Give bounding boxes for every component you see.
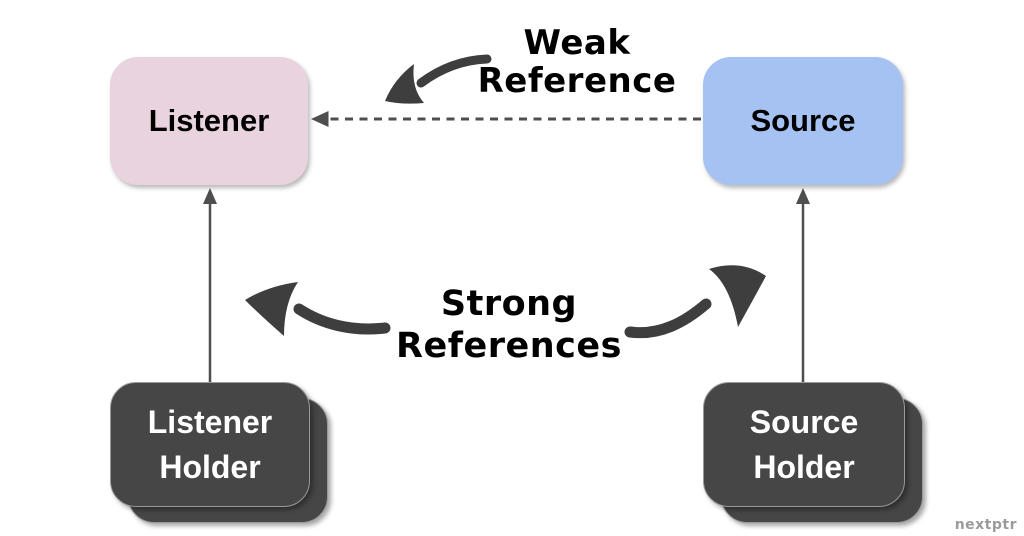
strong-references-label-line1: Strong bbox=[440, 284, 578, 324]
strong-left-arrow-shaft bbox=[293, 303, 391, 335]
weak-reference-arrowhead-icon bbox=[311, 111, 329, 127]
source-holder-label-line2: Holder bbox=[753, 448, 855, 485]
strong-annotation-arrow-right-icon bbox=[624, 265, 766, 339]
strong-annotation-arrow-left-icon bbox=[245, 282, 391, 336]
listener-holder-arrowhead-icon bbox=[203, 188, 217, 204]
weak-reference-label: Weak Reference bbox=[457, 24, 697, 100]
nextptr-watermark: nextptr bbox=[954, 517, 1017, 533]
weak-reference-edge bbox=[311, 111, 701, 127]
source-holder-node: Source Holder bbox=[703, 382, 905, 507]
strong-references-label: Strong References bbox=[389, 283, 629, 367]
strong-references-label-line2: References bbox=[396, 326, 622, 366]
strong-left-arrowhead bbox=[245, 282, 298, 336]
listener-node: Listener bbox=[110, 57, 308, 185]
source-holder-edge bbox=[796, 188, 810, 382]
weak-annotation-arrowhead bbox=[385, 64, 424, 104]
source-node-label: Source bbox=[750, 103, 856, 138]
listener-node-label: Listener bbox=[148, 103, 270, 138]
source-node: Source bbox=[703, 57, 903, 185]
source-holder-label-line1: Source bbox=[749, 403, 859, 440]
source-holder-arrowhead-icon bbox=[796, 188, 810, 204]
listener-holder-label-line2: Holder bbox=[159, 448, 261, 485]
weak-reference-label-line1: Weak bbox=[523, 23, 631, 63]
listener-holder-edge bbox=[203, 188, 217, 382]
weak-reference-label-line2: Reference bbox=[477, 61, 677, 101]
listener-holder-node: Listener Holder bbox=[110, 382, 310, 507]
listener-holder-label-line1: Listener bbox=[147, 403, 273, 440]
strong-right-arrow-shaft bbox=[624, 298, 712, 339]
strong-right-arrowhead bbox=[709, 265, 766, 327]
